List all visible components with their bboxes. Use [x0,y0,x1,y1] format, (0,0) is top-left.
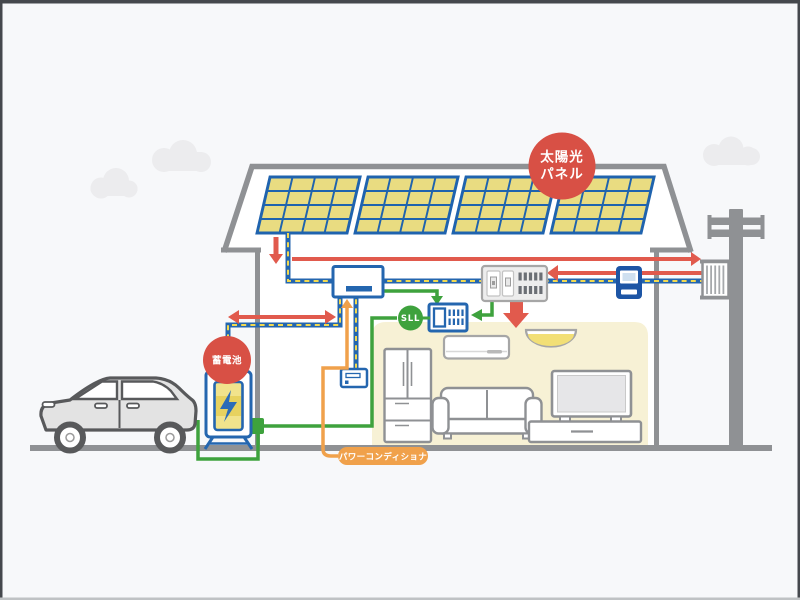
charging-cable [196,420,260,461]
arrow-battery-bidirectional [228,310,336,324]
line-conditioner-to-monitor [383,289,443,305]
battery-connector [251,418,264,434]
sofa [431,386,543,440]
car-wheel [154,421,186,454]
line-sell-power [292,252,701,266]
pole-crossarm [710,229,762,237]
solar-panel [255,175,362,235]
pole-crossarm [710,217,762,225]
solar-panel-label-line1: 太陽光 [540,149,584,166]
cloud-right [703,136,760,166]
storage-battery: 蓄電池 [203,336,254,450]
car-headlight [41,401,56,408]
solar-panel [353,175,460,235]
distribution-board [480,264,549,303]
tv [550,369,633,423]
refrigerator [383,347,433,444]
tv-stand [527,420,643,444]
smart-meter [616,266,642,299]
line-monitor-to-battery [264,316,397,428]
power-conditioner-label: パワーコンディショナ [339,451,427,463]
car-window-front [70,380,119,401]
line-board-to-monitor [471,300,494,321]
cloud-left-high [152,140,211,172]
pole-transformer [700,259,731,300]
power-flow-green [196,289,494,461]
solar-panel-label-line2: パネル [540,167,584,183]
battery-label-badge: 蓄電池 [203,336,251,384]
ev-car [39,376,198,454]
solar-panel [451,175,558,235]
solar-panel-array [255,175,656,235]
car-door-handle [126,402,140,409]
battery-label: 蓄電池 [212,355,242,367]
car-wheel [54,421,86,454]
breaker-switches [518,272,543,294]
solar-panel-label-badge: 太陽光 パネル [528,132,596,200]
utility-pole [707,209,765,447]
wall-outlet [339,367,369,389]
car-door-handle [94,402,108,409]
arrow-board-to-home [503,299,529,328]
power-conditioner [331,265,385,299]
lightning-icon [220,390,237,422]
hems-monitor [427,302,469,333]
battery-icon [213,375,244,432]
car-window-rear [120,380,180,401]
arrow-solar-output [269,237,283,264]
air-conditioner [442,334,511,360]
cloud-left-low [90,168,138,199]
power-conditioner-callout: パワーコンディショナ [321,299,428,465]
ceiling-light [524,328,578,348]
sll-badge-label: SLL [401,314,420,324]
sll-badge: SLL [398,305,430,331]
